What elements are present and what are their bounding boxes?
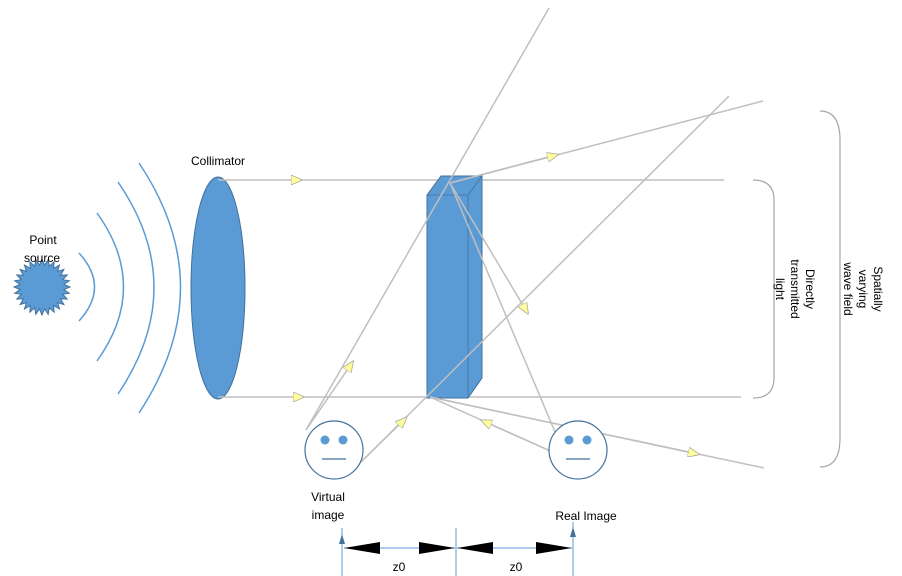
spatially-varying-line2: varying	[856, 270, 870, 309]
spatially-varying-line1: Spatially	[871, 266, 885, 311]
collimator-lens	[190, 176, 246, 400]
ray-upper-right-arrow	[449, 155, 556, 184]
ray-to-virtual-right	[360, 95, 730, 463]
collimator-label: Collimator	[191, 154, 245, 168]
tick-arrow-icon	[339, 534, 345, 544]
face-icon	[304, 420, 364, 480]
wavefront-arc	[78, 252, 96, 322]
real-image-face	[548, 420, 608, 480]
ray-virtual-arrow-2	[360, 419, 405, 463]
collimated-rays	[218, 180, 741, 397]
z0-left-label: z0	[393, 560, 406, 574]
face-eye	[338, 435, 348, 445]
dim-arrowhead-icon	[419, 542, 455, 554]
dimension-markers	[339, 522, 576, 576]
plate-front	[426, 175, 483, 399]
wavefront-arc	[138, 162, 182, 414]
real-image-label: Real Image	[555, 509, 617, 523]
ray-virtual-arrow	[305, 363, 352, 431]
hologram-plate	[426, 175, 483, 399]
brackets	[752, 110, 841, 468]
wavefront-arc	[96, 212, 125, 362]
dim-arrowhead-icon	[344, 542, 380, 554]
spatially-varying-line3: wave field	[841, 261, 855, 315]
diffracted-rays	[305, 7, 765, 469]
tick-arrow-icon	[570, 527, 576, 537]
virtual-image-face	[304, 420, 364, 480]
z0-right-label: z0	[510, 560, 523, 574]
face-eye	[564, 435, 574, 445]
dim-arrowhead-icon	[457, 542, 493, 554]
ray-to-virtual-left	[305, 7, 550, 431]
directly-transmitted-label: Directly transmitted light	[773, 259, 817, 318]
plate-edge	[467, 175, 483, 196]
bracket-spatially-varying	[819, 110, 841, 468]
spatially-varying-label: Spatially varying wave field	[841, 261, 885, 315]
starburst-icon	[12, 257, 72, 317]
labels: Point source Collimator Virtual image Re…	[24, 154, 885, 574]
face-eye	[320, 435, 330, 445]
face-eye	[582, 435, 592, 445]
wavefront-arc	[117, 181, 155, 395]
dim-arrowhead-icon	[536, 542, 572, 554]
point-source	[12, 257, 72, 317]
bracket-directly-transmitted	[752, 179, 775, 399]
point-source-label-line1: Point	[29, 233, 57, 247]
ray-to-real-top	[449, 182, 567, 459]
virtual-image-label-line1: Virtual	[311, 490, 345, 504]
wavefronts	[78, 162, 182, 414]
directly-transmitted-line3: light	[773, 278, 787, 301]
directly-transmitted-line2: transmitted	[788, 259, 802, 318]
ray-real-arrow-top	[449, 182, 527, 312]
face-icon	[548, 420, 608, 480]
virtual-image-label-line2: image	[312, 508, 345, 522]
directly-transmitted-line1: Directly	[803, 269, 817, 309]
point-source-label-line2: source	[24, 251, 60, 265]
